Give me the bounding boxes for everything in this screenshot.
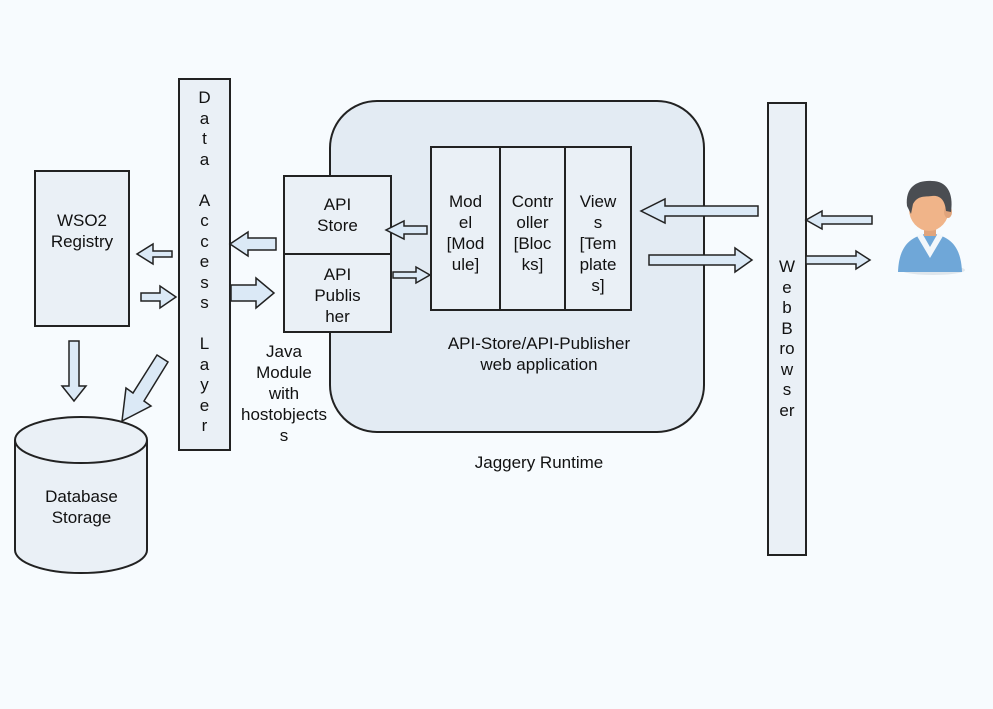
web-app-label-wrap: API-Store/API-Publisher web application bbox=[419, 333, 659, 375]
arrow-browser-to-user bbox=[805, 249, 872, 271]
data-access-layer-box: D a t a A c c e s s L a y e r bbox=[178, 78, 231, 451]
arrow-dal-to-publisher bbox=[230, 276, 276, 310]
arrow-publisher-to-mvc bbox=[392, 265, 432, 285]
data-access-layer-label: D a t a A c c e s s L a y e r bbox=[198, 88, 211, 435]
mvc-container: Mod el [Mod ule] Contr oller [Bloc ks] V… bbox=[430, 146, 632, 311]
database-cylinder bbox=[14, 416, 148, 574]
runtime-label: Jaggery Runtime bbox=[474, 453, 604, 472]
web-app-label: API-Store/API-Publisher web application bbox=[447, 334, 631, 374]
arrow-store-to-dal bbox=[228, 230, 277, 258]
runtime-label-wrap: Jaggery Runtime bbox=[439, 452, 639, 473]
web-browser-box: W e b B ro w s er bbox=[767, 102, 807, 556]
java-module-label-wrap: Java Module with hostobjects s bbox=[234, 341, 334, 446]
controller-cell: Contr oller [Bloc ks] bbox=[501, 148, 566, 309]
arrow-mvc-to-store bbox=[384, 219, 428, 241]
database-label-wrap: Database Storage bbox=[16, 486, 147, 528]
arrow-registry-to-dal bbox=[140, 284, 178, 310]
views-cell: View s [Tem plate s] bbox=[566, 148, 630, 309]
arrow-browser-to-views bbox=[639, 197, 759, 225]
api-store-label: API Store bbox=[317, 195, 358, 235]
arrow-user-to-browser bbox=[804, 209, 873, 231]
web-browser-label: W e b B ro w s er bbox=[778, 257, 796, 420]
model-cell: Mod el [Mod ule] bbox=[432, 148, 501, 309]
arrow-dal-to-registry bbox=[135, 242, 173, 266]
wso2-registry-box: WSO2 Registry bbox=[34, 170, 130, 327]
controller-label: Contr oller [Bloc ks] bbox=[511, 192, 554, 274]
views-label: View s [Tem plate s] bbox=[579, 192, 617, 295]
api-publisher-box: API Publis her bbox=[283, 253, 392, 333]
api-store-box: API Store bbox=[283, 175, 392, 255]
user-avatar-icon bbox=[898, 180, 965, 275]
arrow-dal-to-db bbox=[121, 353, 170, 423]
arrow-views-to-browser bbox=[648, 246, 754, 274]
arrow-registry-to-db bbox=[60, 340, 88, 403]
database-label: Database Storage bbox=[45, 487, 118, 527]
api-publisher-label: API Publis her bbox=[314, 265, 361, 326]
java-module-label: Java Module with hostobjects s bbox=[241, 342, 327, 445]
model-label: Mod el [Mod ule] bbox=[446, 192, 485, 274]
wso2-registry-label: WSO2 Registry bbox=[50, 211, 114, 251]
